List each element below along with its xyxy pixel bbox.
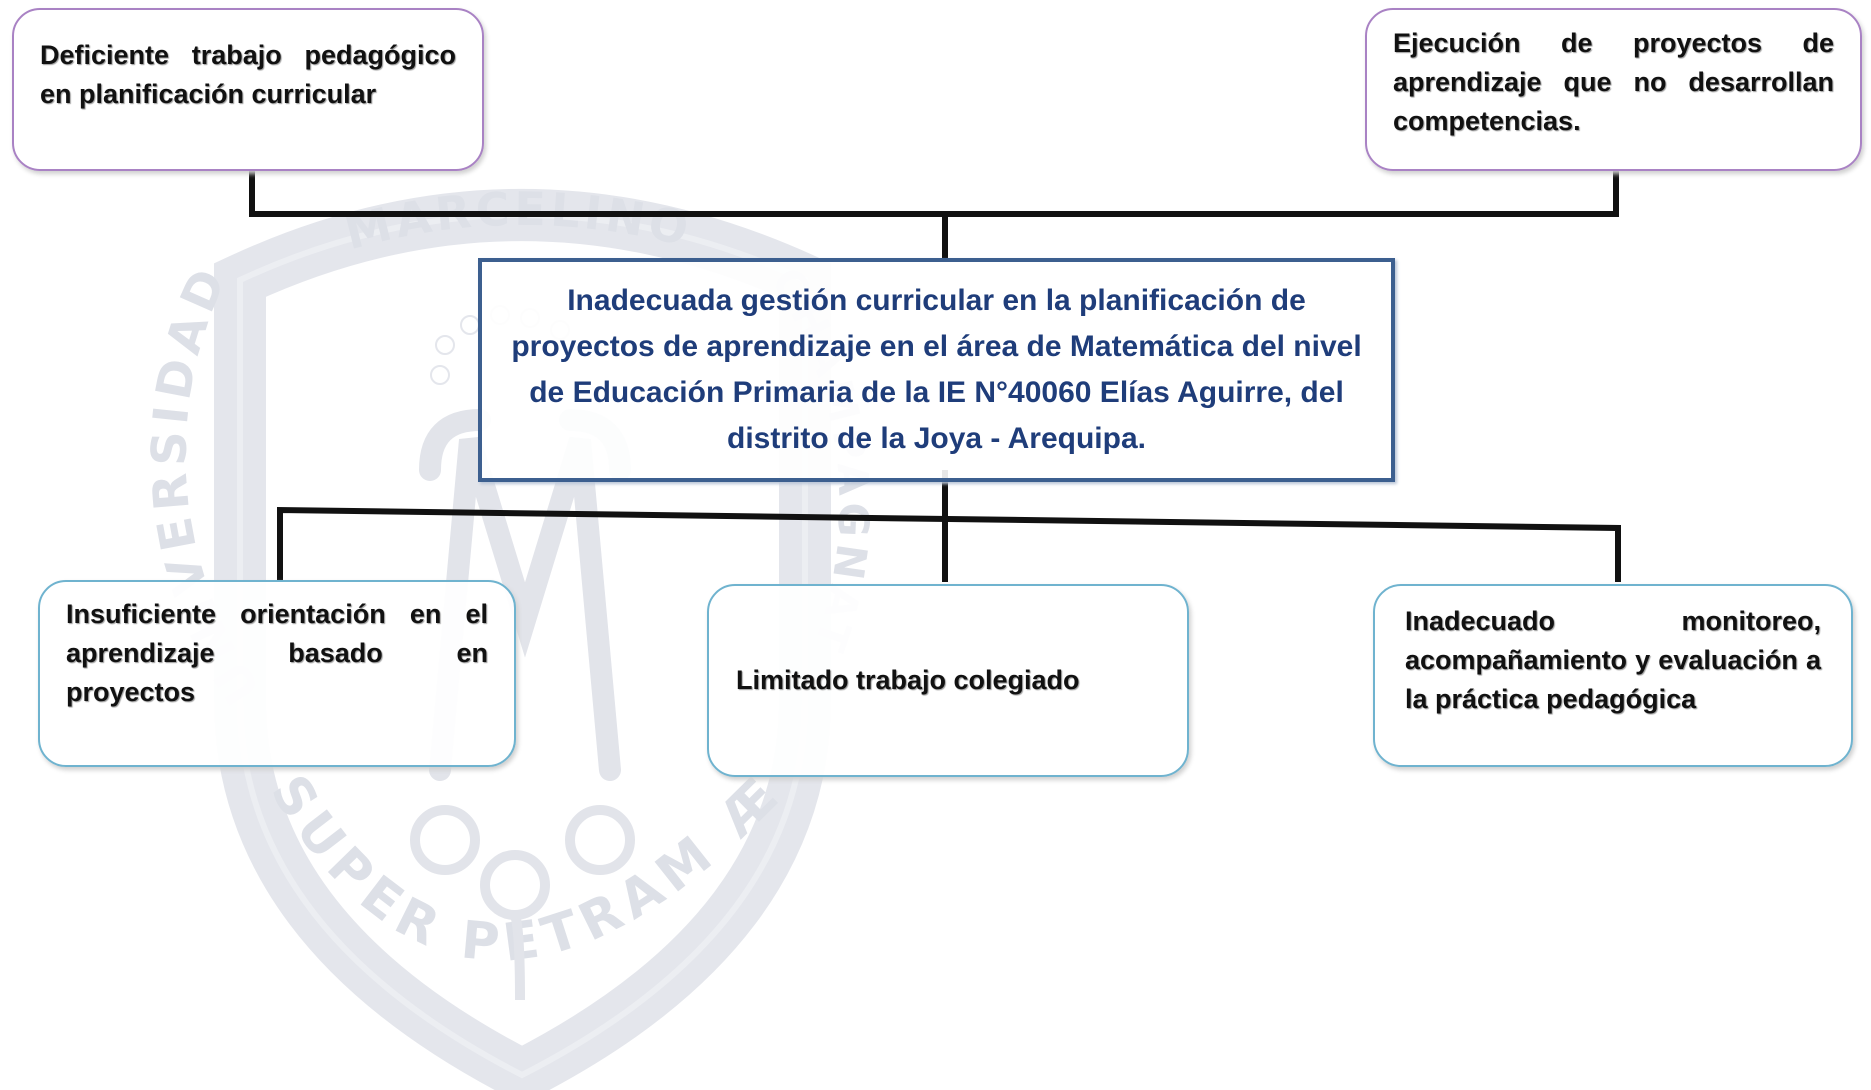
cause-connector-bar [277,506,1621,582]
cause-box-left: Insuficiente orientación en el aprendiza… [38,580,516,767]
effect-text-right: Ejecución de proyectos de aprendizaje qu… [1393,27,1834,136]
watermark-flowers [410,805,635,1001]
cause-box-right: Inadecuado monitoreo, acompañamiento y e… [1373,584,1853,767]
cause-text-left: Insuficiente orientación en el aprendiza… [66,599,488,707]
effect-text-left: Deficiente trabajo pedagógico en planifi… [40,39,456,109]
effect-connector-left [249,170,945,217]
central-problem-text: Inadecuada gestión curricular en la plan… [511,284,1362,455]
effect-connector-right [945,170,1619,217]
cause-text-center: Limitado trabajo colegiado [736,665,1080,695]
effect-box-left: Deficiente trabajo pedagógico en planifi… [12,8,484,171]
cause-box-center: Limitado trabajo colegiado [707,584,1189,777]
central-problem-box: Inadecuada gestión curricular en la plan… [478,258,1395,482]
cause-text-right: Inadecuado monitoreo, acompañamiento y e… [1405,606,1821,714]
effect-box-right: Ejecución de proyectos de aprendizaje qu… [1365,8,1862,171]
